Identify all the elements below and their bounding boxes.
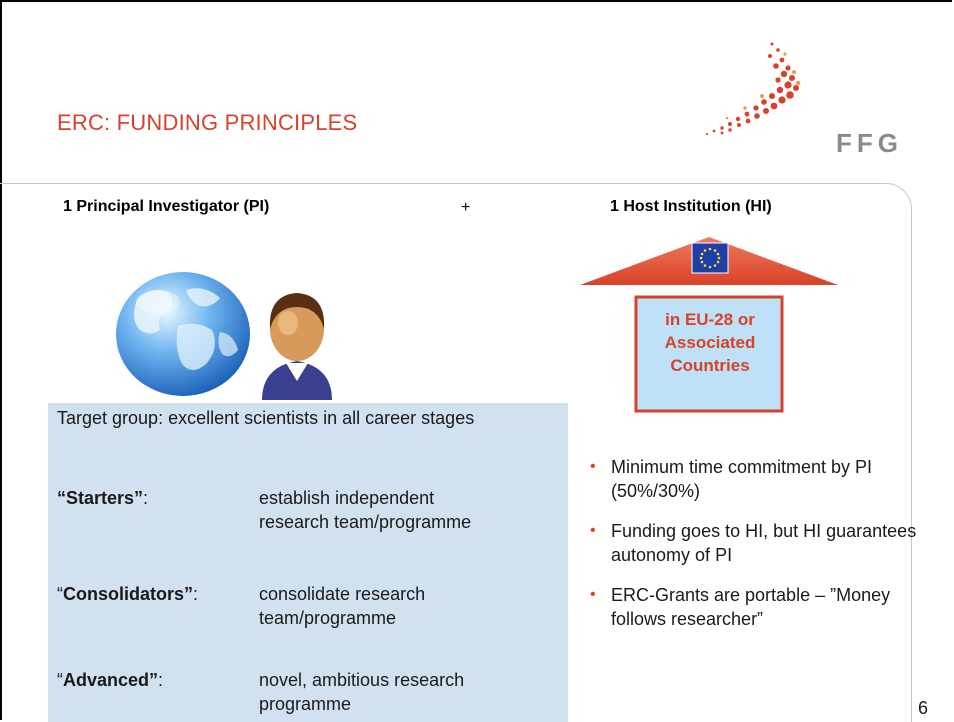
house-label-line: in EU-28 or (665, 310, 755, 329)
house-label-line: Countries (670, 356, 750, 375)
house-label: in EU-28 or Associated Countries (637, 308, 783, 377)
target-group-text: Target group: excellent scientists in al… (57, 408, 475, 428)
plus-sign: + (461, 199, 471, 216)
category-term: “Starters”: (57, 488, 149, 508)
globe-icon (116, 272, 250, 396)
person-icon (262, 293, 332, 400)
ffg-logo-icon (705, 42, 801, 136)
ffg-logo-text: FFG (836, 128, 903, 158)
host-bullet-list: Minimum time commitment by PI (50%/30%) … (587, 455, 917, 647)
target-group-box (48, 403, 568, 722)
category-term: “Consolidators”: (57, 584, 199, 604)
page-number: 6 (918, 698, 929, 718)
bullet-item: Funding goes to HI, but HI guarantees au… (587, 519, 917, 567)
bullet-item: ERC-Grants are portable – ”Money follows… (587, 583, 917, 631)
bullet-item: Minimum time commitment by PI (50%/30%) (587, 455, 917, 503)
hi-heading: 1 Host Institution (HI) (610, 198, 772, 215)
category-term: “Advanced”: (57, 670, 164, 690)
pi-heading: 1 Principal Investigator (PI) (63, 198, 270, 215)
house-label-line: Associated (664, 333, 756, 352)
slide-title: ERC: FUNDING PRINCIPLES (57, 110, 358, 135)
content-panel (0, 183, 912, 722)
house-icon (580, 237, 838, 413)
